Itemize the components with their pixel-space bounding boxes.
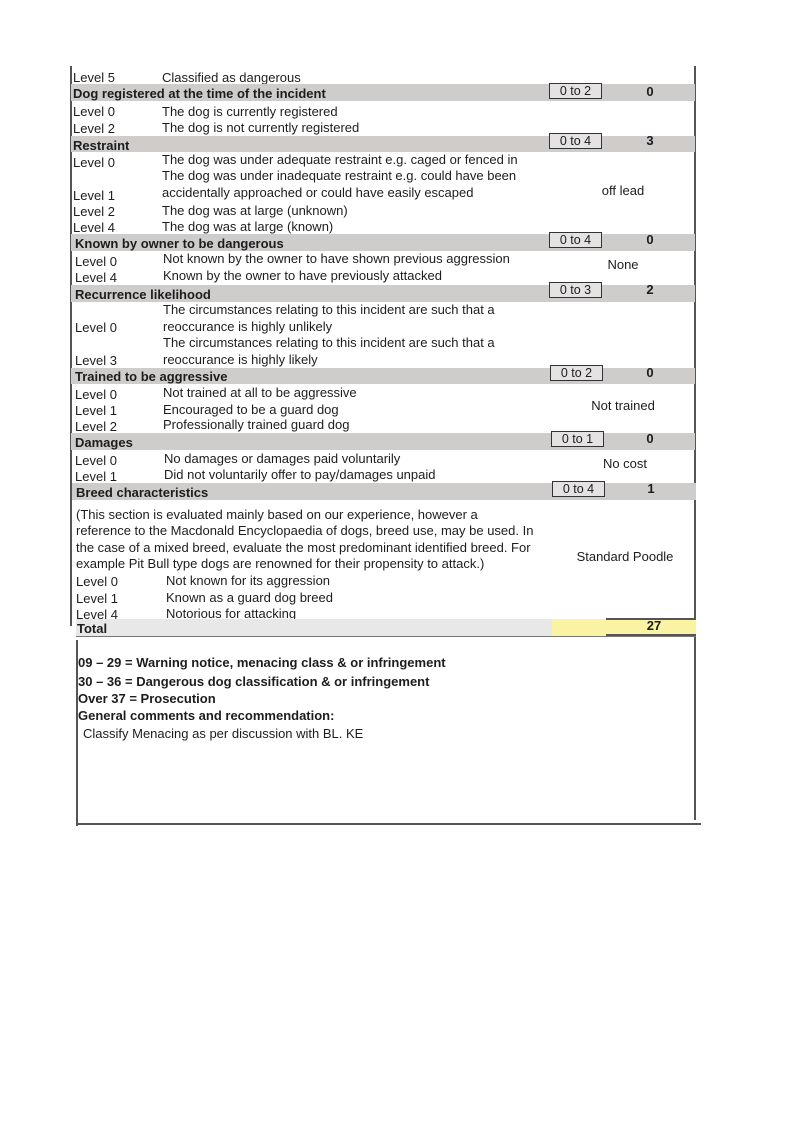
level-description: Known by the owner to have previously at… bbox=[163, 268, 442, 283]
level-label: Level 0 bbox=[76, 574, 118, 589]
level-description: The circumstances relating to this incid… bbox=[163, 302, 495, 317]
section-header-known bbox=[71, 234, 695, 251]
left-border bbox=[70, 66, 72, 626]
section-title: Known by owner to be dangerous bbox=[75, 236, 284, 251]
total-underline bbox=[76, 636, 696, 637]
total-value-box-bottom bbox=[606, 634, 696, 636]
assessment-comment: None bbox=[607, 257, 639, 272]
score-range: 0 to 2 bbox=[550, 365, 603, 381]
comments-text: Classify Menacing as per discussion with… bbox=[83, 726, 364, 741]
level-description: The dog was at large (known) bbox=[162, 219, 334, 234]
level-label: Level 0 bbox=[73, 104, 115, 119]
threshold-line: 30 – 36 = Dangerous dog classification &… bbox=[78, 674, 430, 689]
level-label: Level 2 bbox=[73, 204, 115, 219]
level-description: reoccurance is highly unlikely bbox=[163, 319, 333, 334]
total-label: Total bbox=[77, 621, 108, 636]
level-label: Level 0 bbox=[75, 320, 117, 335]
level-description: Notorious for attacking bbox=[166, 606, 297, 621]
level-label: Level 3 bbox=[75, 353, 117, 368]
section-title: Breed characteristics bbox=[76, 485, 209, 500]
level-label: Level 4 bbox=[73, 220, 115, 235]
level-description: reoccurance is highly likely bbox=[163, 352, 318, 367]
level-description: The dog was under adequate restraint e.g… bbox=[162, 152, 518, 167]
level-description: The circumstances relating to this incid… bbox=[163, 335, 495, 350]
level-label: Level 1 bbox=[75, 403, 117, 418]
breed-intro-line: example Pit Bull type dogs are renowned … bbox=[76, 556, 485, 571]
level-label: Level 4 bbox=[76, 607, 118, 622]
bottom-border bbox=[76, 823, 701, 825]
score-range: 0 to 1 bbox=[551, 431, 604, 447]
level-description: Did not voluntarily offer to pay/damages… bbox=[164, 467, 436, 482]
comments-heading: General comments and recommendation: bbox=[78, 708, 335, 723]
breed-intro-line: (This section is evaluated mainly based … bbox=[76, 507, 478, 522]
breed-intro-line: the case of a mixed breed, evaluate the … bbox=[76, 540, 531, 555]
level-label: Level 1 bbox=[73, 188, 115, 203]
score-value: 0 bbox=[646, 232, 654, 247]
score-range: 0 to 4 bbox=[552, 481, 605, 497]
level-description: Known as a guard dog breed bbox=[166, 590, 333, 605]
level-label: Level 0 bbox=[75, 387, 117, 402]
section-title: Recurrence likelihood bbox=[75, 287, 211, 302]
assessment-comment: off lead bbox=[601, 183, 645, 198]
level-description: The dog was at large (unknown) bbox=[162, 203, 348, 218]
total-value: 27 bbox=[646, 618, 662, 633]
score-value: 0 bbox=[646, 365, 654, 380]
section-header-trained bbox=[71, 368, 695, 384]
total-value-box-top bbox=[606, 618, 696, 620]
section-header-recurrence bbox=[71, 285, 695, 302]
level-description: Professionally trained guard dog bbox=[163, 417, 350, 432]
total-highlight bbox=[552, 619, 696, 636]
level-label: Level 0 bbox=[75, 254, 117, 269]
score-range: 0 to 3 bbox=[549, 282, 602, 298]
section-title: Restraint bbox=[73, 138, 130, 153]
level-description: Not known for its aggression bbox=[166, 573, 331, 588]
section-title: Damages bbox=[75, 435, 133, 450]
section-header-damages bbox=[71, 433, 695, 450]
threshold-line: Over 37 = Prosecution bbox=[78, 691, 216, 706]
threshold-line: 09 – 29 = Warning notice, menacing class… bbox=[78, 655, 446, 670]
level-description: The dog is not currently registered bbox=[162, 120, 360, 135]
level-description: The dog is currently registered bbox=[162, 104, 338, 119]
level-label: Level 0 bbox=[75, 453, 117, 468]
level-description: The dog was under inadequate restraint e… bbox=[162, 168, 517, 183]
total-row-band bbox=[76, 619, 552, 636]
score-range: 0 to 4 bbox=[549, 133, 602, 149]
section-title: Dog registered at the time of the incide… bbox=[73, 86, 326, 101]
section-header-restraint bbox=[71, 136, 695, 152]
score-value: 1 bbox=[647, 481, 655, 496]
level-description: Not trained at all to be aggressive bbox=[163, 385, 357, 400]
assessment-comment: Not trained bbox=[591, 398, 655, 413]
assessment-comment: No cost bbox=[602, 456, 648, 471]
level-label: Level 1 bbox=[76, 591, 118, 606]
level-description: accidentally approached or could have ea… bbox=[162, 185, 474, 200]
score-value: 0 bbox=[646, 431, 654, 446]
level-description: Classified as dangerous bbox=[162, 70, 301, 85]
score-value: 2 bbox=[646, 282, 654, 297]
score-range: 0 to 2 bbox=[549, 83, 602, 99]
level-label: Level 2 bbox=[75, 419, 117, 434]
section-header-breed bbox=[72, 483, 696, 500]
section-header-registered bbox=[71, 84, 695, 101]
level-label: Level 4 bbox=[75, 270, 117, 285]
level-label: Level 0 bbox=[73, 155, 115, 170]
lower-left-border bbox=[76, 640, 78, 826]
level-label: Level 2 bbox=[73, 121, 115, 136]
level-description: Encouraged to be a guard dog bbox=[163, 402, 339, 417]
level-label: Level 1 bbox=[75, 469, 117, 484]
section-title: Trained to be aggressive bbox=[75, 369, 228, 384]
level-description: No damages or damages paid voluntarily bbox=[164, 451, 401, 466]
breed-intro-line: reference to the Macdonald Encyclopaedia… bbox=[76, 523, 534, 538]
score-value: 0 bbox=[646, 84, 654, 99]
assessment-comment: Standard Poodle bbox=[576, 549, 674, 564]
score-value: 3 bbox=[646, 133, 654, 148]
level-label: Level 5 bbox=[73, 70, 115, 85]
level-description: Not known by the owner to have shown pre… bbox=[163, 251, 510, 266]
score-range: 0 to 4 bbox=[549, 232, 602, 248]
